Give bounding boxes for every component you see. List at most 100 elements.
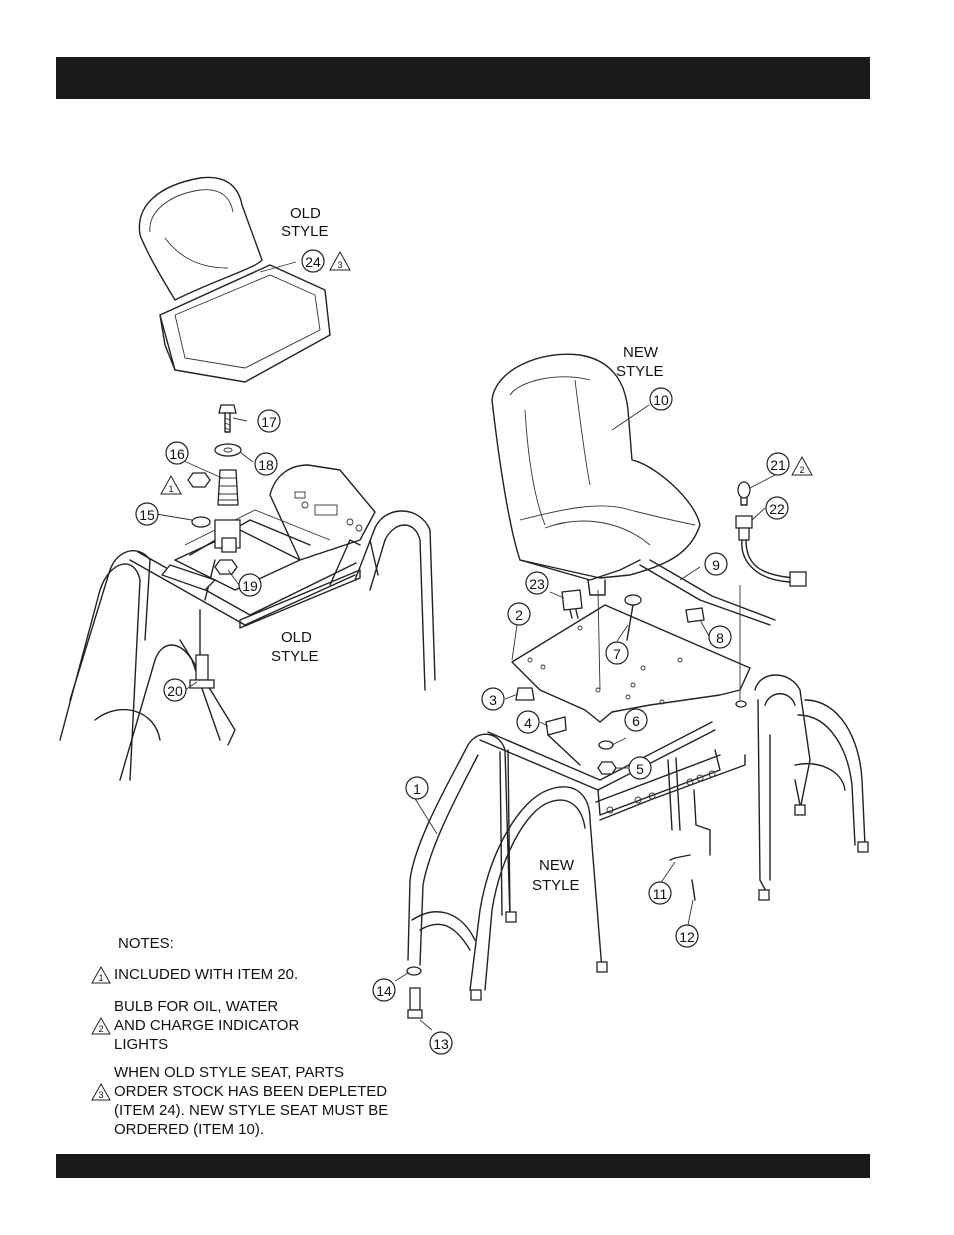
diagram-note-marker-1: 1 <box>160 474 182 495</box>
callout-circle-10 <box>649 387 673 411</box>
callout-number-7: 7 <box>613 646 621 662</box>
callout-number-23: 23 <box>529 576 545 592</box>
callout-circle-20 <box>163 678 187 702</box>
diagram-note-marker-2: 2 <box>791 455 813 476</box>
callout-9: 9 <box>704 552 728 576</box>
note-2-text: BULB FOR OIL, WATER AND CHARGE INDICATOR… <box>114 998 300 1053</box>
callout-circle-17 <box>257 409 281 433</box>
callout-12: 12 <box>675 924 699 948</box>
note-marker-layer: 1 2 3 <box>160 250 813 495</box>
diagram-note-number-2: 2 <box>799 465 804 475</box>
notes-heading: NOTES: <box>118 935 174 952</box>
callout-circle-5 <box>628 756 652 780</box>
callout-number-1: 1 <box>413 781 421 797</box>
callout-21: 21 <box>766 452 790 476</box>
note-3: 3 WHEN OLD STYLE SEAT, PARTS ORDER STOCK… <box>90 1063 388 1139</box>
callout-circle-9 <box>704 552 728 576</box>
footer-bar <box>56 1154 870 1178</box>
callout-circle-12 <box>675 924 699 948</box>
callout-circle-4 <box>516 710 540 734</box>
callout-number-10: 10 <box>653 392 669 408</box>
callout-number-11: 11 <box>653 886 668 902</box>
callout-circle-24 <box>301 249 325 273</box>
callout-16: 16 <box>165 441 189 465</box>
callout-20: 20 <box>163 678 187 702</box>
header-bar <box>56 57 870 99</box>
diagram-note-number-3: 3 <box>337 260 342 270</box>
callout-22: 22 <box>765 496 789 520</box>
callout-circle-19 <box>238 573 262 597</box>
new-style-seat <box>491 353 701 596</box>
callout-number-2: 2 <box>515 607 523 623</box>
diagram-note-triangle-3 <box>329 250 351 271</box>
callout-5: 5 <box>628 756 652 780</box>
note-3-text: WHEN OLD STYLE SEAT, PARTS ORDER STOCK H… <box>114 1064 389 1138</box>
callout-number-8: 8 <box>716 630 724 646</box>
callout-number-13: 13 <box>433 1036 449 1052</box>
new-style-seat-label-line2: STYLE <box>616 363 664 380</box>
old-style-frame-label-line1: OLD <box>281 629 312 646</box>
callout-7: 7 <box>605 641 629 665</box>
callout-4: 4 <box>516 710 540 734</box>
callout-number-18: 18 <box>258 457 274 473</box>
leader-lines <box>155 261 778 1031</box>
old-style-frame-label-line2: STYLE <box>271 648 319 665</box>
note-2: 2 BULB FOR OIL, WATER AND CHARGE INDICAT… <box>90 997 299 1054</box>
callout-number-6: 6 <box>632 713 640 729</box>
callout-8: 8 <box>708 625 732 649</box>
note-marker-1: 1 <box>90 965 114 985</box>
callout-18: 18 <box>254 452 278 476</box>
new-style-frame-label-line1: NEW <box>539 857 575 874</box>
callout-23: 23 <box>525 571 549 595</box>
callout-number-9: 9 <box>712 557 720 573</box>
callout-number-4: 4 <box>524 715 532 731</box>
callout-number-16: 16 <box>169 446 185 462</box>
callout-13: 13 <box>429 1031 453 1055</box>
callout-number-5: 5 <box>636 761 644 777</box>
callout-number-24: 24 <box>305 254 321 270</box>
callout-circle-18 <box>254 452 278 476</box>
old-frame-hardware <box>160 404 242 689</box>
callout-circle-14 <box>372 978 396 1002</box>
new-frame-hardware <box>406 481 807 1019</box>
note-marker-3-text: 3 <box>98 1090 103 1100</box>
diagram-note-triangle-2 <box>791 455 813 476</box>
callout-number-20: 20 <box>167 683 183 699</box>
callout-24: 24 <box>301 249 325 273</box>
callout-number-12: 12 <box>679 929 695 945</box>
note-marker-1-text: 1 <box>98 973 103 983</box>
callout-number-3: 3 <box>489 692 497 708</box>
diagram-note-marker-3: 3 <box>329 250 351 271</box>
callout-15: 15 <box>135 502 159 526</box>
callout-circle-6 <box>624 708 648 732</box>
callout-17: 17 <box>257 409 281 433</box>
note-marker-2: 2 <box>90 1016 114 1036</box>
callout-1: 1 <box>405 776 429 800</box>
callout-2: 2 <box>507 602 531 626</box>
callout-number-14: 14 <box>376 983 392 999</box>
callout-circle-16 <box>165 441 189 465</box>
callout-number-19: 19 <box>242 578 258 594</box>
callout-circle-13 <box>429 1031 453 1055</box>
callout-circle-15 <box>135 502 159 526</box>
callout-number-17: 17 <box>261 414 277 430</box>
old-style-seat <box>138 176 331 383</box>
callout-circle-21 <box>766 452 790 476</box>
note-1: 1 INCLUDED WITH ITEM 20. <box>90 965 298 985</box>
new-style-frame-label-line2: STYLE <box>532 877 580 894</box>
new-style-frame <box>407 604 869 1001</box>
callout-circle-23 <box>525 571 549 595</box>
callout-14: 14 <box>372 978 396 1002</box>
callout-number-15: 15 <box>139 507 155 523</box>
callout-circle-11 <box>648 881 672 905</box>
old-style-seat-label-line1: OLD <box>290 205 321 222</box>
new-style-seat-label-line1: NEW <box>623 344 659 361</box>
callout-number-21: 21 <box>770 457 786 473</box>
old-style-frame <box>59 464 436 781</box>
callout-10: 10 <box>649 387 673 411</box>
callout-circle-7 <box>605 641 629 665</box>
callout-11: 11 <box>648 881 672 905</box>
callout-circle-1 <box>405 776 429 800</box>
